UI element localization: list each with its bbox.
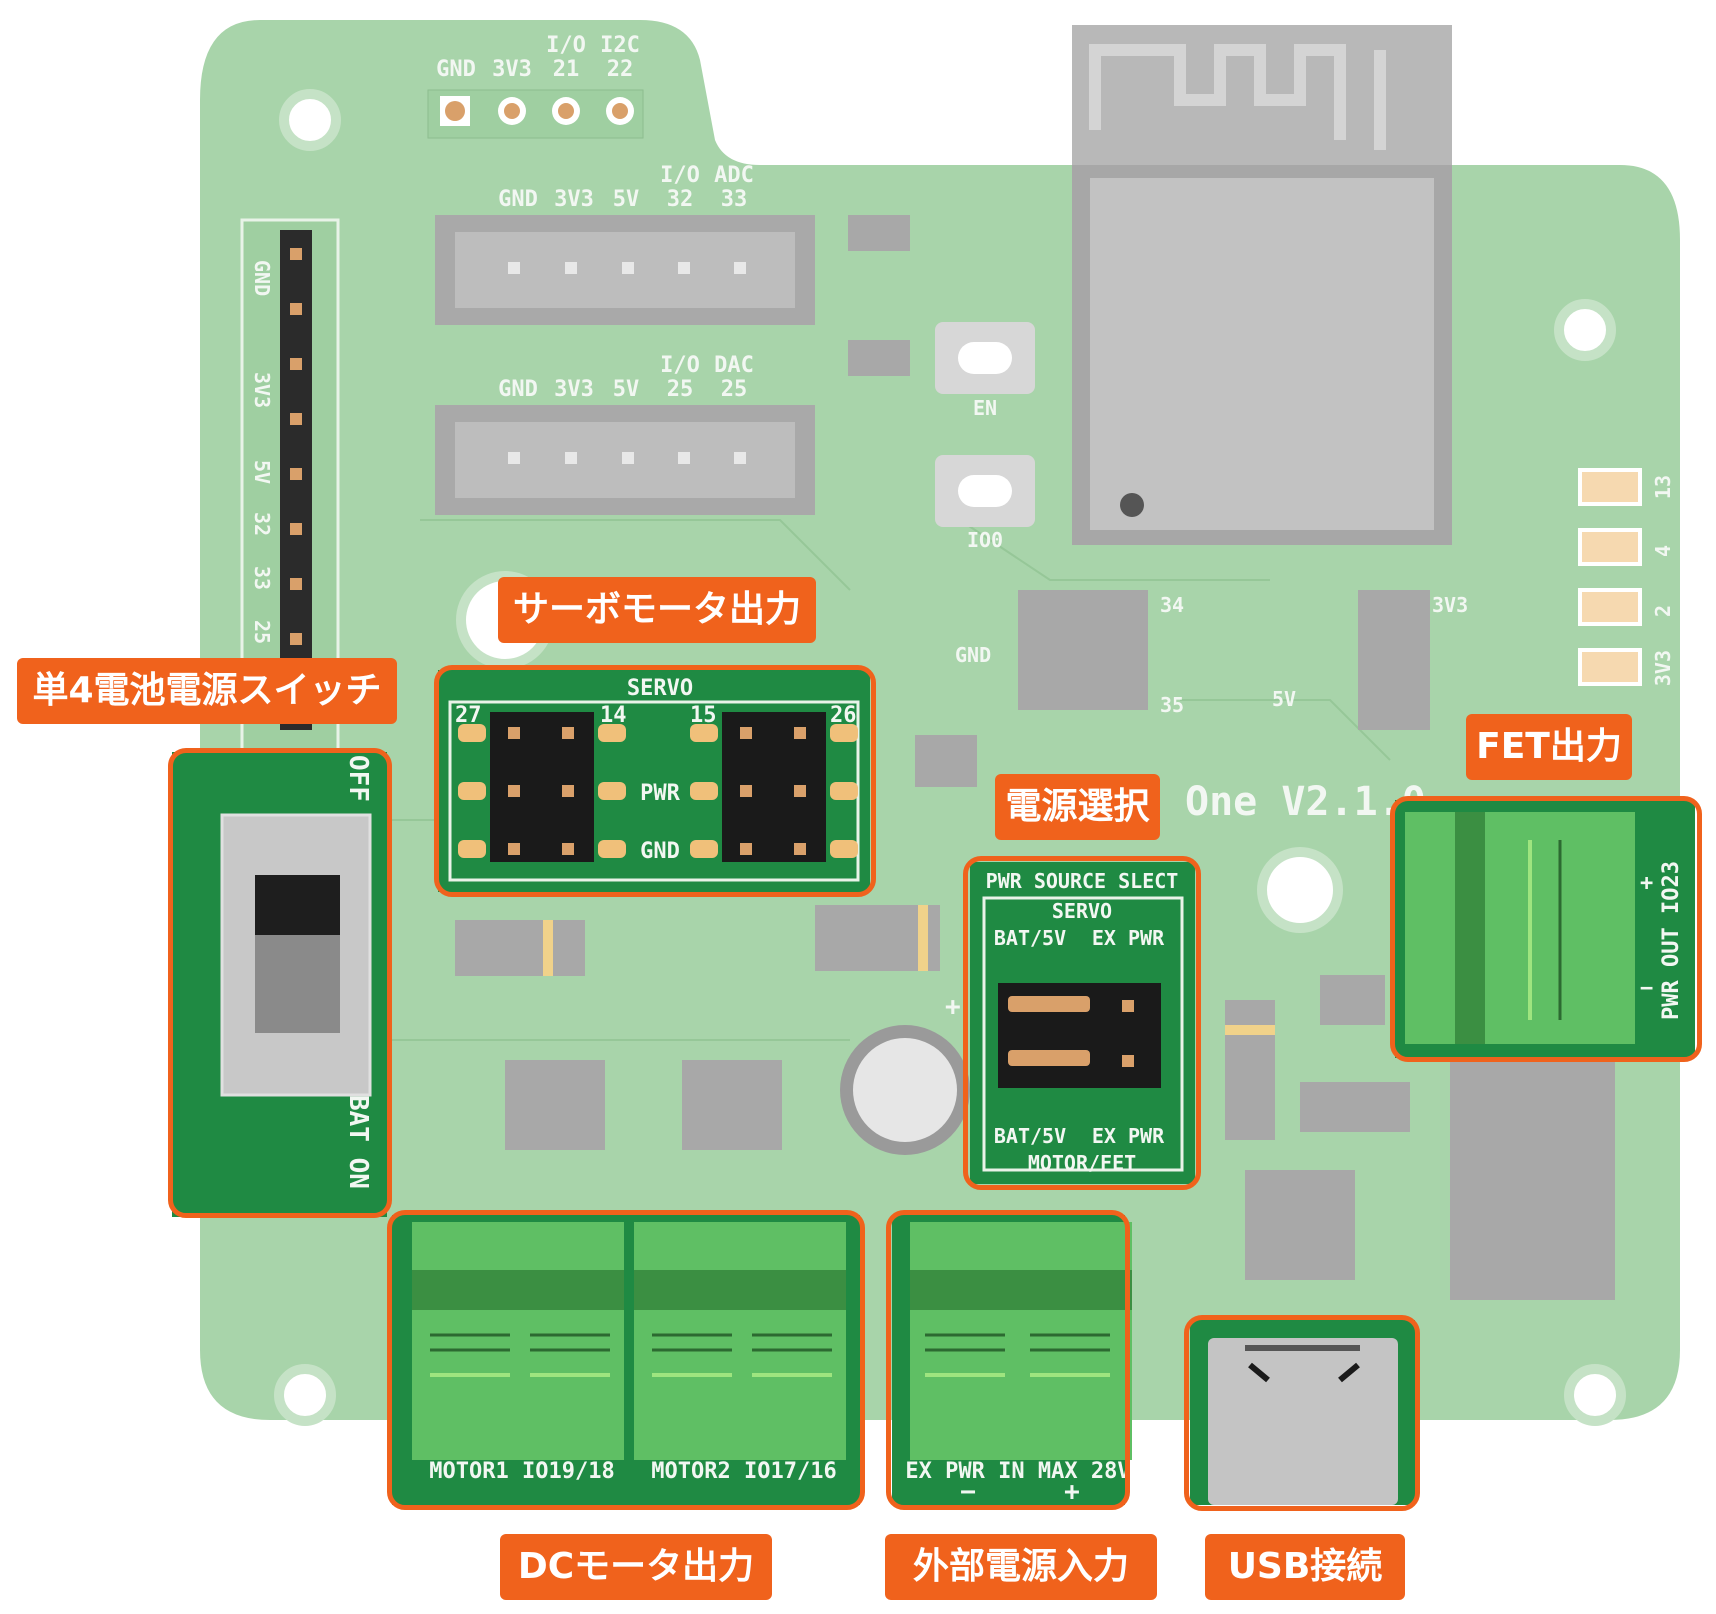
reset-buttons [935, 322, 1035, 527]
pwr-select-servo: SERVO [1052, 899, 1112, 923]
c2-label-3v3: 3V3 [554, 377, 594, 402]
led-label-2: 2 [1651, 605, 1675, 617]
ex-pwr-label: EX PWR IN MAX 28V [905, 1459, 1130, 1484]
servo-frame [434, 665, 876, 897]
misc-34: 34 [1160, 593, 1184, 617]
servo-title: SERVO [627, 676, 693, 701]
led-label-13: 13 [1651, 475, 1675, 499]
usb-c-connector [1190, 1320, 1415, 1505]
side-label-5v: 5V [250, 460, 274, 484]
pwr-select-ex-top: EX PWR [1092, 926, 1165, 950]
pwr-select-ex-bottom: EX PWR [1092, 1124, 1165, 1148]
motor-terminals [392, 1215, 860, 1505]
led-label-3v3: 3V3 [1651, 650, 1675, 686]
top-label-gnd: GND [436, 57, 476, 82]
c2-label-25: 25 [667, 377, 694, 402]
callout-battery-switch: 単4電池電源スイッチ [17, 658, 397, 724]
pwr-select-bat-top: BAT/5V [994, 926, 1066, 950]
side-label-gnd: GND [250, 260, 274, 296]
c2-label-dac: DAC [714, 353, 754, 378]
fet-frame [1390, 796, 1702, 1062]
c1-label-5v: 5V [613, 187, 640, 212]
pwr-select-bat-bottom: BAT/5V [994, 1124, 1066, 1148]
fet-minus: − [1640, 976, 1653, 1001]
fet-plus: + [1640, 871, 1653, 896]
servo-pwr: PWR [640, 781, 680, 806]
c1-label-gnd: GND [498, 187, 538, 212]
battery-switch [172, 752, 387, 1217]
servo-gnd: GND [640, 839, 680, 864]
top-label-3v3: 3V3 [492, 57, 532, 82]
servo-pin-15: 15 [690, 703, 717, 728]
top-pin-header [427, 89, 644, 139]
dc-motor-frame [387, 1210, 865, 1510]
c2-label-gnd: GND [498, 377, 538, 402]
jst-connector-1 [435, 215, 815, 325]
top-label-i2c: I2C [600, 33, 640, 58]
small-components [455, 215, 1615, 1300]
top-label-io: I/O [546, 33, 586, 58]
servo-pin-26: 26 [830, 703, 857, 728]
en-label: EN [973, 396, 997, 420]
servo-section [438, 670, 870, 892]
top-label-21: 21 [553, 57, 580, 82]
servo-pin-27: 27 [455, 703, 482, 728]
io0-label: IO0 [967, 528, 1003, 552]
callout-usb: USB接続 [1205, 1534, 1405, 1600]
electrolytic-capacitor: + [840, 992, 970, 1155]
ex-pwr-minus: − [960, 1477, 976, 1507]
motor2-label: MOTOR2 IO17/16 [651, 1459, 836, 1484]
misc-35: 35 [1160, 693, 1184, 717]
fet-terminal [1395, 800, 1695, 1058]
callout-dc-motor-output: DCモータ出力 [500, 1534, 772, 1600]
led-label-4: 4 [1651, 545, 1675, 557]
ex-power-frame [886, 1210, 1130, 1510]
c1-label-33: 33 [721, 187, 748, 212]
callout-servo-output: サーボモータ出力 [498, 577, 816, 643]
c2-label-25b: 25 [721, 377, 748, 402]
side-label-25: 25 [250, 620, 274, 644]
side-label-32: 32 [250, 512, 274, 536]
jst-connector-2 [435, 405, 815, 515]
callout-external-power: 外部電源入力 [885, 1534, 1157, 1600]
c1-label-3v3: 3V3 [554, 187, 594, 212]
motor1-label: MOTOR1 IO19/18 [429, 1459, 614, 1484]
pwr-select-title: PWR SOURCE SLECT [986, 869, 1179, 893]
servo-pin-14: 14 [600, 703, 627, 728]
c1-label-32: 32 [667, 187, 694, 212]
board-title: One V2.1.0 [1185, 779, 1426, 825]
power-select-frame [963, 856, 1201, 1190]
callout-fet-output: FET出力 [1466, 714, 1632, 780]
esp32-module [1072, 25, 1452, 545]
pwr-select-motor-fet: MOTOR/FET [1028, 1151, 1136, 1175]
switch-off: OFF [343, 755, 373, 802]
c2-label-io: I/O [660, 353, 700, 378]
usb-frame [1184, 1315, 1420, 1511]
misc-5v: 5V [1272, 687, 1296, 711]
power-select-jumpers [970, 862, 1195, 1184]
ex-pwr-plus: + [1064, 1477, 1080, 1507]
c1-label-adc: ADC [714, 163, 754, 188]
ex-power-terminal [892, 1215, 1132, 1505]
misc-3v3: 3V3 [1432, 593, 1468, 617]
cap-plus: + [945, 992, 961, 1022]
led-indicators [1578, 468, 1642, 686]
top-label-22: 22 [607, 57, 634, 82]
side-label-3v3: 3V3 [250, 372, 274, 408]
switch-bat-on: BAT ON [343, 1095, 373, 1189]
misc-gnd: GND [955, 643, 991, 667]
side-label-33: 33 [250, 566, 274, 590]
battery-switch-frame [168, 748, 392, 1218]
callout-power-select: 電源選択 [995, 774, 1160, 840]
c1-label-io: I/O [660, 163, 700, 188]
c2-label-5v: 5V [613, 377, 640, 402]
fet-label: PWR OUT IO23 [1659, 861, 1684, 1020]
